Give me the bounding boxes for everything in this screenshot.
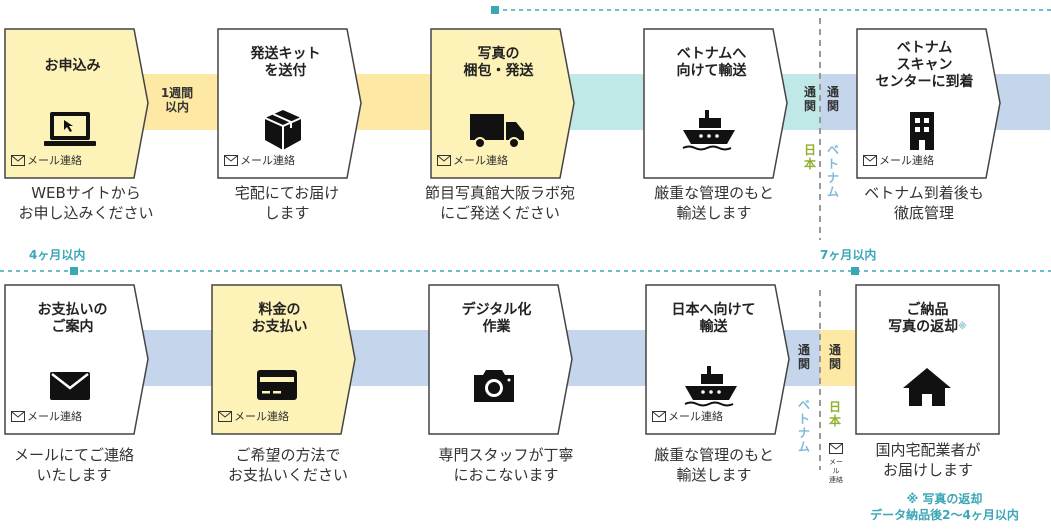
mail-notice: メール連絡 bbox=[218, 408, 289, 424]
mail-icon bbox=[437, 155, 451, 166]
title-footnote-mark: ※ bbox=[958, 322, 967, 332]
step-desc: 国内宅配業者が お届けします bbox=[875, 441, 981, 479]
mail-icon bbox=[218, 411, 232, 422]
card-frame bbox=[428, 284, 573, 435]
ship-icon bbox=[681, 364, 741, 408]
country-label-japan-2: 日本 bbox=[828, 400, 841, 428]
card-frame bbox=[643, 28, 788, 179]
mail-label: メール連絡 bbox=[27, 154, 82, 167]
period-label-7-months: 7ヶ月以内 bbox=[820, 248, 877, 262]
country-label-japan: 日本 bbox=[803, 143, 816, 171]
mail-icon bbox=[652, 411, 666, 422]
card-frame bbox=[4, 284, 149, 435]
mail-icon bbox=[11, 155, 25, 166]
step-card-apply: お申込み メール連絡 bbox=[4, 28, 149, 179]
card-title: 発送キット を送付 bbox=[250, 46, 321, 79]
mail-label-small: メール 連絡 bbox=[829, 458, 843, 484]
mail-label: メール連絡 bbox=[879, 154, 934, 167]
laptop-icon bbox=[40, 108, 100, 152]
step-card-kit: 発送キット を送付 メール連絡 bbox=[217, 28, 362, 179]
step-card-ship-photos: 写真の 梱包・発送 メール連絡 bbox=[430, 28, 575, 179]
flow-band-yellow-2 bbox=[820, 330, 860, 386]
camera-icon bbox=[464, 364, 524, 408]
card-title: ベトナムへ 向けて輸送 bbox=[676, 46, 747, 79]
card-frame bbox=[856, 28, 1001, 179]
step-desc: WEBサイトから お申し込みください bbox=[18, 184, 154, 222]
step-card-arrive-vn: ベトナム スキャン センターに到着 メール連絡 bbox=[856, 28, 1001, 179]
truck-icon bbox=[466, 108, 526, 152]
mail-label: メール連絡 bbox=[668, 410, 723, 423]
mail-icon bbox=[863, 155, 877, 166]
card-frame bbox=[211, 284, 356, 435]
footnote-line-1: ※ 写真の返却 bbox=[906, 492, 983, 506]
card-title: お申込み bbox=[44, 58, 101, 74]
customs-label-vietnam: 通関 bbox=[826, 85, 839, 113]
step-card-transport-jp: 日本へ向けて 輸送 メール連絡 bbox=[645, 284, 790, 435]
step-card-digitize: デジタル化 作業 bbox=[428, 284, 573, 435]
customs-label-vietnam-2: 通関 bbox=[797, 343, 810, 371]
mail-notice: メール連絡 bbox=[863, 152, 934, 168]
mail-icon bbox=[829, 443, 843, 454]
mail-notice: メール連絡 bbox=[11, 152, 82, 168]
card-title: 料金の お支払い bbox=[251, 302, 308, 335]
step-desc: 厳重な管理のもと 輸送します bbox=[654, 446, 774, 484]
envelope-icon bbox=[40, 364, 100, 408]
mail-notice: メール連絡 bbox=[11, 408, 82, 424]
card-frame bbox=[855, 284, 1000, 435]
country-label-vietnam-2: ベトナム bbox=[797, 398, 810, 454]
house-icon bbox=[897, 364, 957, 408]
card-title: デジタル化 作業 bbox=[461, 302, 532, 335]
credit-card-icon bbox=[247, 364, 307, 408]
step-card-payment: 料金の お支払い メール連絡 bbox=[211, 284, 356, 435]
mail-icon bbox=[11, 411, 25, 422]
card-frame bbox=[217, 28, 362, 179]
mail-notice: メール連絡 bbox=[224, 152, 295, 168]
card-frame bbox=[430, 28, 575, 179]
building-icon bbox=[892, 108, 952, 152]
mail-notice: メール連絡 bbox=[437, 152, 508, 168]
step-card-delivery: ご納品 写真の返却※ bbox=[855, 284, 1000, 435]
mail-label: メール連絡 bbox=[240, 154, 295, 167]
country-label-vietnam: ベトナム bbox=[826, 143, 839, 199]
card-frame bbox=[645, 284, 790, 435]
customs-label-japan: 通関 bbox=[803, 85, 816, 113]
step-desc: 専門スタッフが丁寧 におこないます bbox=[438, 446, 574, 484]
ship-icon bbox=[679, 108, 739, 152]
mail-label: メール連絡 bbox=[453, 154, 508, 167]
step-card-payment-notice: お支払いの ご案内 メール連絡 bbox=[4, 284, 149, 435]
card-title: 日本へ向けて 輸送 bbox=[671, 302, 756, 335]
step-desc: メールにてご連絡 いたします bbox=[13, 446, 134, 484]
box-icon bbox=[253, 108, 313, 152]
step-card-transport-vn: ベトナムへ 向けて輸送 bbox=[643, 28, 788, 179]
footnote-line-2: データ納品後2〜4ヶ月以内 bbox=[870, 508, 1019, 522]
customs-label-japan-2: 通関 bbox=[828, 343, 841, 371]
mail-notice-small: メール 連絡 bbox=[826, 439, 846, 485]
card-title: ご納品 写真の返却※ bbox=[861, 302, 994, 336]
card-title: お支払いの ご案内 bbox=[37, 302, 108, 335]
card-frame bbox=[4, 28, 149, 179]
step-desc: 厳重な管理のもと 輸送します bbox=[654, 184, 774, 222]
step-desc: ご希望の方法で お支払いください bbox=[227, 446, 348, 484]
step-duration-label: 1週間 以内 bbox=[160, 86, 194, 114]
card-title: 写真の 梱包・発送 bbox=[463, 46, 534, 79]
mail-label: メール連絡 bbox=[234, 410, 289, 423]
step-desc: 宅配にてお届け します bbox=[234, 184, 340, 222]
mail-notice: メール連絡 bbox=[652, 408, 723, 424]
card-title-text: ご納品 写真の返却 bbox=[888, 302, 959, 335]
step-desc: 節目写真館大阪ラボ宛 にご発送ください bbox=[424, 184, 575, 222]
delivery-footnote: ※ 写真の返却 データ納品後2〜4ヶ月以内 bbox=[838, 491, 1051, 523]
mail-icon bbox=[224, 155, 238, 166]
period-label-4-months: 4ヶ月以内 bbox=[29, 248, 86, 262]
mail-label: メール連絡 bbox=[27, 410, 82, 423]
card-title: ベトナム スキャン センターに到着 bbox=[875, 40, 974, 90]
step-desc: ベトナム到着後も 徹底管理 bbox=[864, 184, 984, 222]
